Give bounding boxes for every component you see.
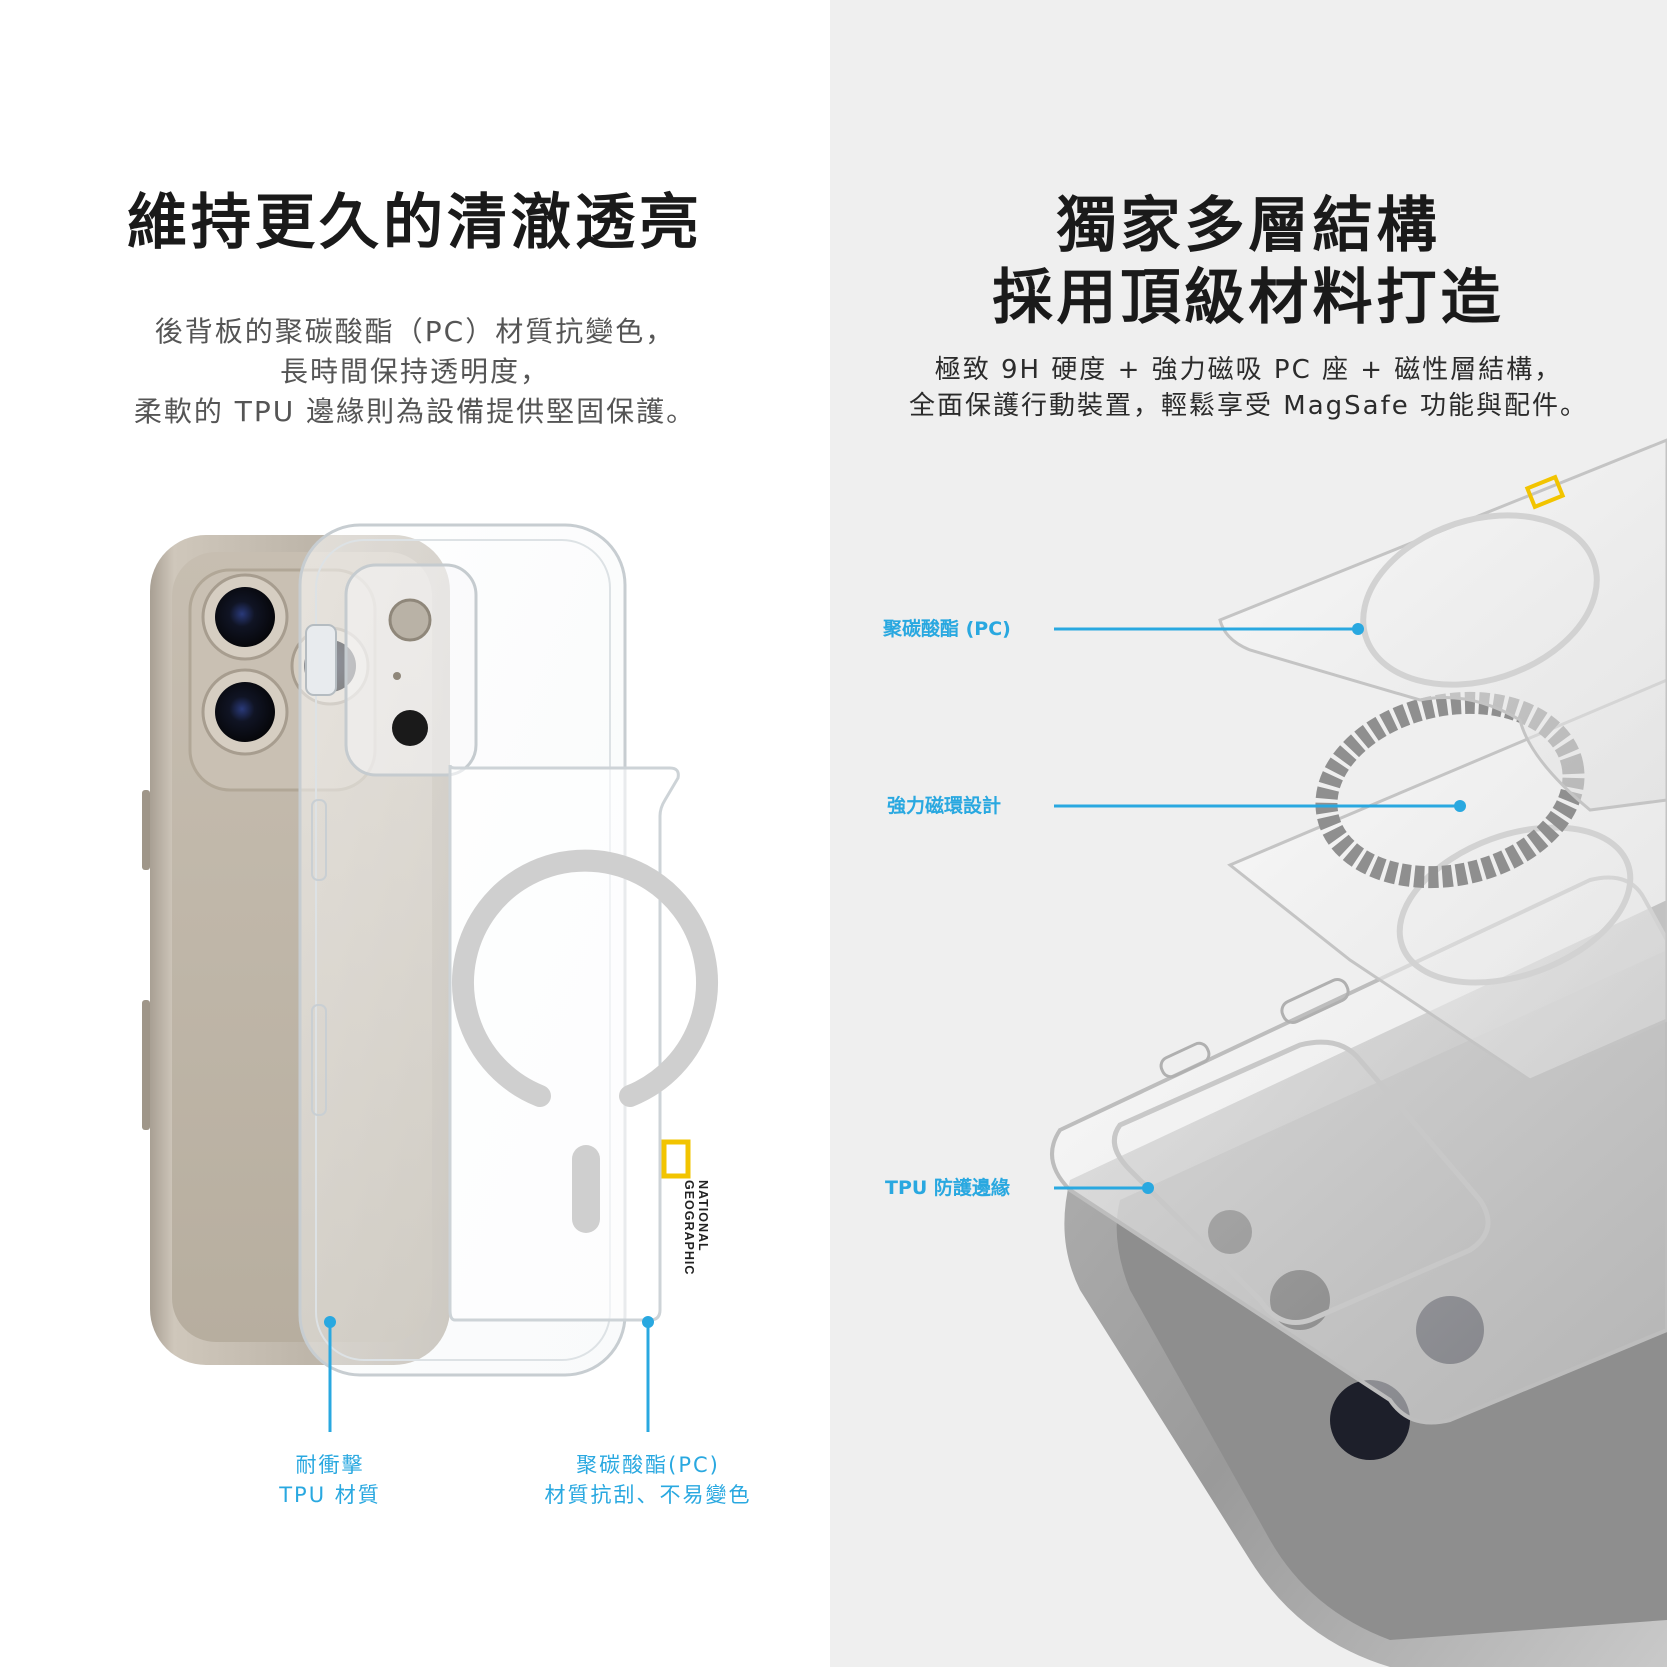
callout-tpu-line2: TPU 材質 <box>279 1483 381 1507</box>
right-panel: 獨家多層結構 採用頂級材料打造 極致 9H 硬度 + 強力磁吸 PC 座 + 磁… <box>830 0 1667 1667</box>
exploded-layers-illustration <box>1050 438 1667 1667</box>
left-headline: 維持更久的清澈透亮 <box>127 188 703 258</box>
callout-pc-line2: 材質抗刮、不易變色 <box>544 1483 752 1507</box>
right-headline: 獨家多層結構 採用頂級材料打造 <box>830 190 1667 334</box>
left-body-line-1: 後背板的聚碳酸酯（PC）材質抗變色， <box>154 315 676 348</box>
layer-label-pc: 聚碳酸酯 (PC) <box>883 618 1011 640</box>
left-body-line-3: 柔軟的 TPU 邊緣則為設備提供堅固保護。 <box>133 395 697 428</box>
right-body-line2: 全面保護行動裝置，輕鬆享受 MagSafe 功能與配件。 <box>909 391 1588 421</box>
magsafe-ring <box>452 849 718 1233</box>
callout-tpu-impact: 耐衝擊 TPU 材質 <box>240 1450 420 1510</box>
brand-wordmark-line2: GEOGRAPHIC <box>682 1180 696 1276</box>
brand-wordmark-line1: NATIONAL <box>696 1180 710 1252</box>
pc-back-plate <box>1218 438 1667 812</box>
left-body: 後背板的聚碳酸酯（PC）材質抗變色， 長時間保持透明度， 柔軟的 TPU 邊緣則… <box>0 312 830 432</box>
callout-pc-line1: 聚碳酸酯(PC) <box>576 1453 720 1477</box>
right-headline-line2: 採用頂級材料打造 <box>992 263 1505 333</box>
right-body: 極致 9H 硬度 + 強力磁吸 PC 座 + 磁性層結構， 全面保護行動裝置，輕… <box>830 352 1667 424</box>
clear-case <box>298 523 680 1377</box>
layer-label-magnetic-ring: 強力磁環設計 <box>887 795 1002 817</box>
left-panel: 維持更久的清澈透亮 後背板的聚碳酸酯（PC）材質抗變色， 長時間保持透明度， 柔… <box>0 0 830 1667</box>
left-body-line-2: 長時間保持透明度， <box>279 355 550 388</box>
phone-case-illustration <box>142 523 718 1432</box>
layer-label-tpu-edge: TPU 防護邊緣 <box>885 1177 1010 1199</box>
layer-callout-lines <box>1054 623 1466 1194</box>
right-body-line1: 極致 9H 硬度 + 強力磁吸 PC 座 + 磁性層結構， <box>934 355 1563 385</box>
callout-pc-scratch: 聚碳酸酯(PC) 材質抗刮、不易變色 <box>528 1450 768 1510</box>
brand-wordmark: NATIONAL GEOGRAPHIC <box>682 1180 710 1275</box>
callout-lines <box>324 1316 654 1432</box>
national-geographic-logo <box>661 1139 691 1179</box>
callout-tpu-line1: 耐衝擊 <box>295 1453 365 1477</box>
national-geographic-logo <box>1524 474 1566 510</box>
right-headline-line1: 獨家多層結構 <box>1056 191 1441 261</box>
